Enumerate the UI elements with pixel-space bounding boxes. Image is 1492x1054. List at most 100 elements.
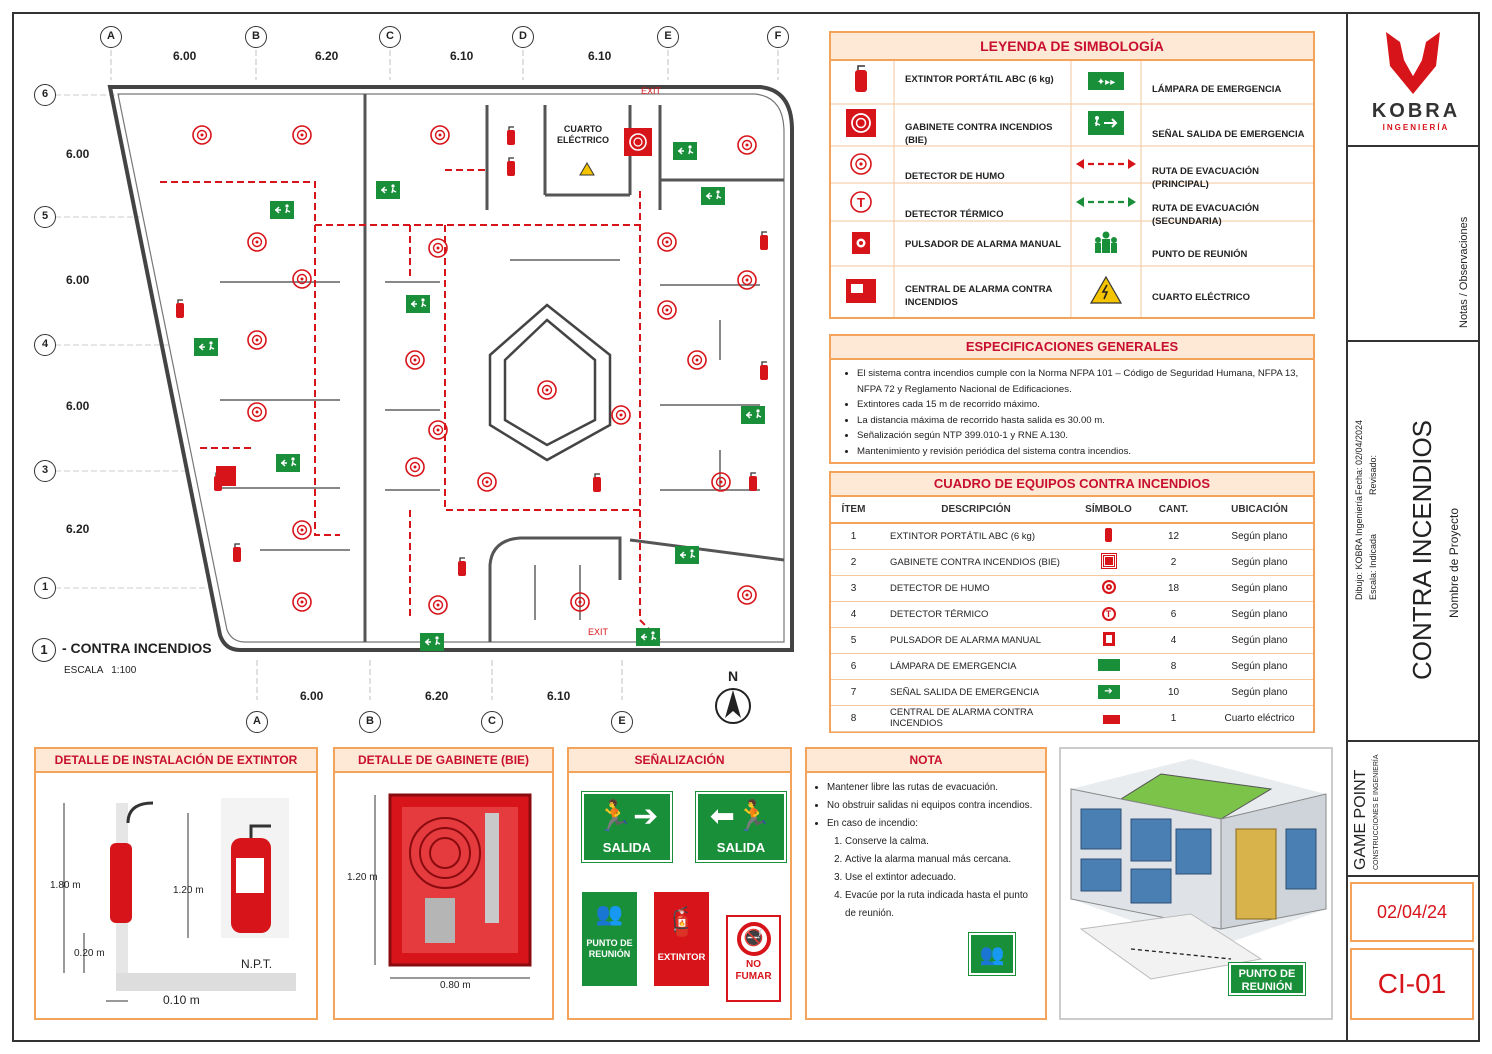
cell-desc: CENTRAL DE ALARMA CONTRA INCENDIOS (876, 705, 1076, 732)
th-symbol: SÍMBOLO (1076, 497, 1141, 524)
sign-meeting-point: 👥 PUNTO DE REUNIÓN (582, 892, 637, 986)
north-arrow-icon (715, 688, 751, 724)
detail-extinguisher-panel: DETALLE DE INSTALACIÓN DE EXTINTOR 1.80 … (34, 747, 318, 1020)
render-meeting-point-icon: 👥 (968, 932, 1016, 976)
cell-loc: Según plano (1206, 549, 1313, 576)
specs-panel: ESPECIFICACIONES GENERALES El sistema co… (829, 334, 1315, 464)
render-meeting-point-label: PUNTO DE REUNIÓN (1228, 962, 1306, 996)
bie-width: 0.80 m (440, 980, 471, 991)
cell-loc: Según plano (1206, 523, 1313, 550)
legend-lamp: LÁMPARA DE EMERGENCIA (1152, 84, 1282, 95)
exit-left-arrow-icon: ⬅🏃 (709, 800, 773, 833)
dim-left-1: 6.00 (66, 147, 90, 161)
cell-loc: Según plano (1206, 575, 1313, 602)
legend-central: CENTRAL DE ALARMA CONTRA INCENDIOS (905, 284, 1053, 308)
th-qty: CANT. (1141, 497, 1206, 524)
th-item: ÍTEM (831, 497, 876, 524)
sheet-title: CONTRA INCENDIOS (1407, 419, 1437, 680)
cell-qty: 18 (1141, 575, 1206, 602)
meeting-point-icon: 👥 (595, 901, 624, 926)
emergency-lamp-icon (1076, 653, 1141, 680)
cell-qty: 8 (1141, 653, 1206, 680)
project-name: Nombre de Proyecto (1447, 507, 1461, 618)
sheet-code: CI-01 (1350, 948, 1474, 1020)
detail-extinguisher-title: DETALLE DE INSTALACIÓN DE EXTINTOR (36, 749, 316, 773)
axis-top-d: D (512, 26, 534, 48)
exit-right-arrow-icon: 🏃➔ (595, 800, 659, 833)
axis-top-c: C (379, 26, 401, 48)
alarm-button-icon (1076, 627, 1141, 654)
dim-left-2: 6.00 (66, 273, 90, 287)
sign-exit-left: ⬅🏃 SALIDA (695, 791, 787, 863)
spec-item-5: Mantenimiento y revisión periódica del s… (857, 444, 1303, 460)
equipment-title: CUADRO DE EQUIPOS CONTRA INCENDIOS (831, 473, 1313, 497)
scale-field: Escala: Indicada (1368, 533, 1378, 600)
title-block-divider (1346, 14, 1348, 1040)
legend-pulsador: PULSADOR DE ALARMA MANUAL (905, 239, 1062, 250)
notes-label: Notas / Observaciones (1458, 216, 1470, 328)
cell-qty: 4 (1141, 627, 1206, 654)
cell-item: 8 (831, 705, 876, 732)
detail-bie-title: DETALLE DE GABINETE (BIE) (335, 749, 552, 773)
cell-loc: Según plano (1206, 679, 1313, 706)
cell-desc: SEÑAL SALIDA DE EMERGENCIA (876, 679, 1076, 706)
nota-title: NOTA (807, 749, 1045, 773)
sign-no-smoking: 🚭 NO FUMAR (726, 915, 781, 1002)
logo-name: KOBRA (1371, 100, 1461, 122)
cell-qty: 6 (1141, 601, 1206, 628)
cell-desc: PULSADOR DE ALARMA MANUAL (876, 627, 1076, 654)
th-location: UBICACIÓN (1206, 497, 1313, 524)
legend-grid: T ✦▸▸ (831, 61, 1313, 317)
cell-item: 7 (831, 679, 876, 706)
cell-loc: Según plano (1206, 627, 1313, 654)
revised-field: Revisado: (1368, 454, 1378, 495)
bie-drawing (374, 793, 532, 979)
signage-title: SEÑALIZACIÓN (569, 749, 790, 773)
spec-item-2: Extintores cada 15 m de recorrido máximo… (857, 397, 1303, 413)
plan-scale: ESCALA 1:100 (64, 665, 137, 676)
legend-panel: LEYENDA DE SIMBOLOGÍA T ✦▸▸ EXTINTOR POR… (829, 31, 1315, 319)
plan-title: - CONTRA INCENDIOS (62, 640, 212, 656)
legend-route-secondary: RUTA DE EVACUACIÓN (SECUNDARIA) (1152, 203, 1259, 227)
floor-plan (55, 50, 794, 700)
ext-height-3: 0.20 m (74, 948, 105, 959)
legend-thermal: DETECTOR TÉRMICO (905, 209, 1004, 220)
axis-bottom-e: E (611, 711, 633, 733)
axis-top-a: A (100, 26, 122, 48)
legend-title: LEYENDA DE SIMBOLOGÍA (831, 33, 1313, 61)
legend-meeting-point: PUNTO DE REUNIÓN (1152, 249, 1248, 260)
extinguisher-sign-icon: 🧯 (664, 906, 699, 937)
spec-item-3: La distancia máxima de recorrido hasta s… (857, 413, 1303, 429)
th-desc: DESCRIPCIÓN (876, 497, 1076, 524)
axis-left-3: 3 (34, 460, 56, 482)
sign-meeting-point-label: PUNTO DE REUNIÓN (586, 938, 633, 959)
exit-sign-icon: ➔ (1076, 679, 1141, 706)
axis-bottom-a: A (246, 711, 268, 733)
north-label: N (728, 668, 739, 684)
axis-left-5: 5 (34, 206, 56, 228)
svg-text:✦▸▸: ✦▸▸ (1097, 77, 1115, 88)
cell-item: 6 (831, 653, 876, 680)
dim-top-3: 6.10 (450, 49, 474, 63)
ext-height-1: 1.80 m (50, 880, 81, 891)
cell-desc: DETECTOR TÉRMICO (876, 601, 1076, 628)
sheet-frame (12, 12, 1480, 1042)
cell-qty: 10 (1141, 679, 1206, 706)
svg-text:T: T (857, 195, 865, 210)
legend-extintor: EXTINTOR PORTÁTIL ABC (6 kg) (905, 74, 1054, 85)
spec-item-4: Señalización según NTP 399.010-1 y RNE A… (857, 428, 1303, 444)
nota-step-4: Evacúe por la ruta indicada hasta el pun… (845, 887, 1039, 923)
cell-item: 5 (831, 627, 876, 654)
cell-qty: 2 (1141, 549, 1206, 576)
axis-top-f: F (767, 26, 789, 48)
legend-exit-sign: SEÑAL SALIDA DE EMERGENCIA (1152, 129, 1305, 140)
axis-left-1: 1 (34, 577, 56, 599)
building-render (1070, 759, 1327, 980)
sign-no-smoking-label: NO FUMAR (735, 959, 772, 982)
date-field: Fecha: 02/04/2024 (1354, 419, 1364, 495)
title-block-line-4 (1346, 875, 1480, 877)
